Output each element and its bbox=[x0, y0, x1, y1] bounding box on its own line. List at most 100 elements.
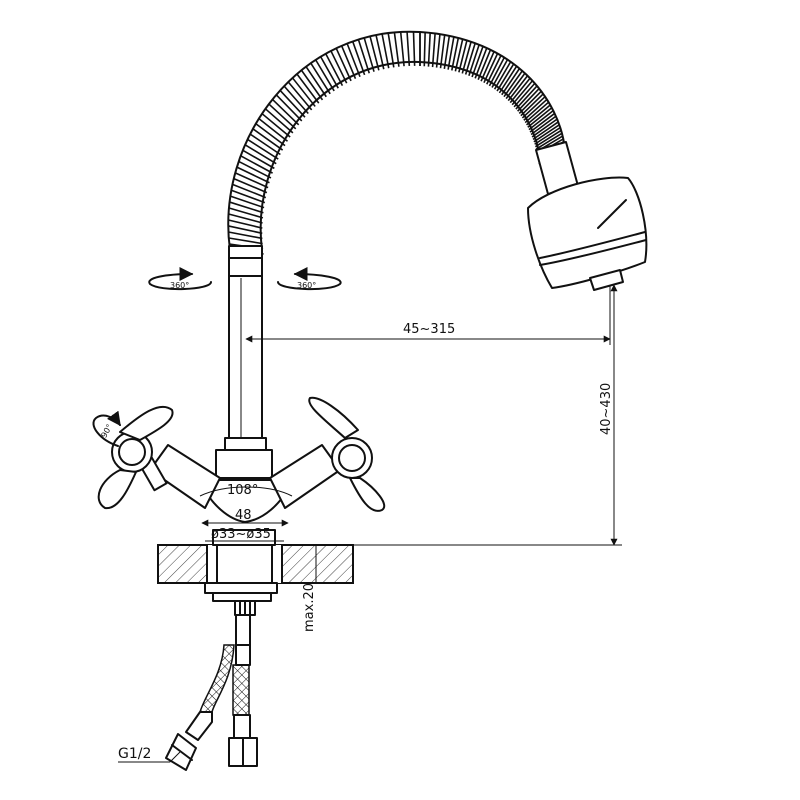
spout-coil-line bbox=[242, 149, 275, 170]
thickness-label: max.20 bbox=[302, 583, 317, 632]
spout-coil-line bbox=[511, 80, 534, 106]
reach-dimension: 45~315 bbox=[245, 285, 611, 345]
spout-coil-line bbox=[234, 172, 269, 189]
thickness-dimension: max.20 bbox=[302, 545, 322, 632]
height-label: 40~430 bbox=[599, 383, 614, 435]
spout-coil-line bbox=[520, 93, 544, 117]
spout-coil-line bbox=[271, 98, 300, 126]
spout-coil-line bbox=[319, 56, 339, 89]
spout-coil-line bbox=[310, 62, 331, 95]
thread-callout: G1/2 bbox=[118, 746, 181, 763]
spout-coils bbox=[228, 31, 566, 255]
spout-coil-line bbox=[325, 53, 344, 86]
diameter-label: ø33~ø35 bbox=[211, 527, 271, 542]
spout-coil-line bbox=[258, 118, 289, 142]
spout-coil-line bbox=[279, 89, 306, 118]
spout-coil-line bbox=[283, 85, 309, 115]
spout-rotation-right: 360° bbox=[277, 267, 342, 291]
spout-coil-line bbox=[287, 81, 313, 111]
spout-coil-line bbox=[330, 50, 348, 84]
spacing-dimension: 48 bbox=[201, 508, 289, 527]
spout-coil-line bbox=[228, 237, 263, 245]
spout-coil-line bbox=[507, 75, 529, 102]
diameter-dimension: ø33~ø35 bbox=[205, 527, 284, 542]
spout-coil-line bbox=[305, 66, 327, 98]
flexible-spout bbox=[227, 30, 566, 255]
spout-coil-line bbox=[521, 96, 546, 119]
spout-coil-line bbox=[240, 155, 273, 174]
spout-coil-line bbox=[468, 44, 480, 76]
spout-coil-line bbox=[488, 57, 505, 87]
spout-coil-line bbox=[357, 39, 371, 74]
spout-coil-line bbox=[461, 41, 472, 74]
spout-coil-line bbox=[387, 32, 395, 68]
spout-coil-line bbox=[477, 49, 492, 81]
angle-dimension: 108° bbox=[199, 483, 293, 498]
spout-coil-line bbox=[228, 213, 263, 224]
spout-coil-line bbox=[228, 231, 263, 240]
spout-coil-line bbox=[335, 47, 352, 82]
spout-coil-line bbox=[275, 94, 303, 122]
spout-coil-line bbox=[229, 201, 264, 214]
spout-coil-line bbox=[247, 138, 279, 160]
handle-rotation-label: 90° bbox=[99, 423, 114, 440]
spout-coil-line bbox=[252, 128, 284, 151]
spout-coil-line bbox=[501, 68, 521, 96]
spout-coil-line bbox=[534, 129, 562, 148]
spout-coil-line bbox=[232, 183, 267, 199]
spout-coil-line bbox=[375, 34, 385, 70]
spout-coil-line bbox=[315, 59, 335, 92]
spout-coil-line bbox=[228, 219, 263, 229]
spout-coil-line bbox=[231, 189, 266, 204]
spout-coil-line bbox=[233, 177, 268, 194]
spout-coil-line bbox=[351, 41, 366, 76]
riser-pipe bbox=[224, 245, 267, 451]
spout-coil-line bbox=[534, 126, 561, 145]
left-valve bbox=[97, 405, 221, 510]
spout-coil-line bbox=[535, 132, 563, 150]
spout-coil-line bbox=[529, 112, 556, 133]
spout-coil-line bbox=[340, 45, 357, 80]
spout-coil-line bbox=[268, 103, 297, 130]
spout-coil-line bbox=[513, 82, 536, 108]
spout-coil-line bbox=[236, 166, 270, 184]
spout-coil-line bbox=[496, 63, 515, 92]
spout-coil-line bbox=[515, 85, 538, 110]
supply-hoses bbox=[165, 614, 258, 771]
spout-coil-line bbox=[533, 124, 560, 143]
spout-rotation-left: 360° bbox=[148, 267, 212, 291]
spout-coil-line bbox=[474, 47, 488, 79]
thread-label: G1/2 bbox=[118, 746, 151, 762]
spout-coil-line bbox=[255, 123, 286, 147]
spout-coil-line bbox=[264, 108, 294, 134]
spout-coil-line bbox=[498, 65, 518, 94]
spout-coil-line bbox=[454, 38, 464, 72]
spout-coil-line bbox=[346, 43, 361, 78]
spout-coil-line bbox=[439, 34, 446, 69]
spout-coil-line bbox=[518, 90, 542, 114]
spout-coil-line bbox=[524, 101, 550, 124]
right-valve bbox=[269, 396, 386, 512]
spout-coil-line bbox=[505, 72, 526, 100]
spout-coil-line bbox=[471, 46, 484, 78]
spout-coil-line bbox=[238, 160, 272, 179]
spout-coil-line bbox=[486, 55, 502, 85]
spout-coil-line bbox=[363, 37, 375, 72]
spout-coil-line bbox=[480, 51, 495, 82]
spout-coil-line bbox=[230, 195, 265, 209]
spout-coil-line bbox=[399, 31, 405, 67]
spout-coil-line bbox=[503, 70, 523, 98]
spout-coil-line bbox=[261, 113, 291, 138]
spout-coil-line bbox=[300, 69, 324, 101]
spout-coil-line bbox=[523, 98, 548, 121]
spout-coil-line bbox=[530, 115, 557, 136]
spout-coil-line bbox=[464, 42, 476, 75]
spout-coil-line bbox=[532, 121, 559, 141]
spout-coil-line bbox=[296, 73, 320, 104]
spacing-label: 48 bbox=[235, 508, 252, 523]
spout-coil-line bbox=[431, 33, 436, 68]
spout-coil-line bbox=[249, 133, 281, 156]
height-dimension: 40~430 bbox=[353, 284, 622, 546]
spout-coil-line bbox=[493, 61, 512, 90]
